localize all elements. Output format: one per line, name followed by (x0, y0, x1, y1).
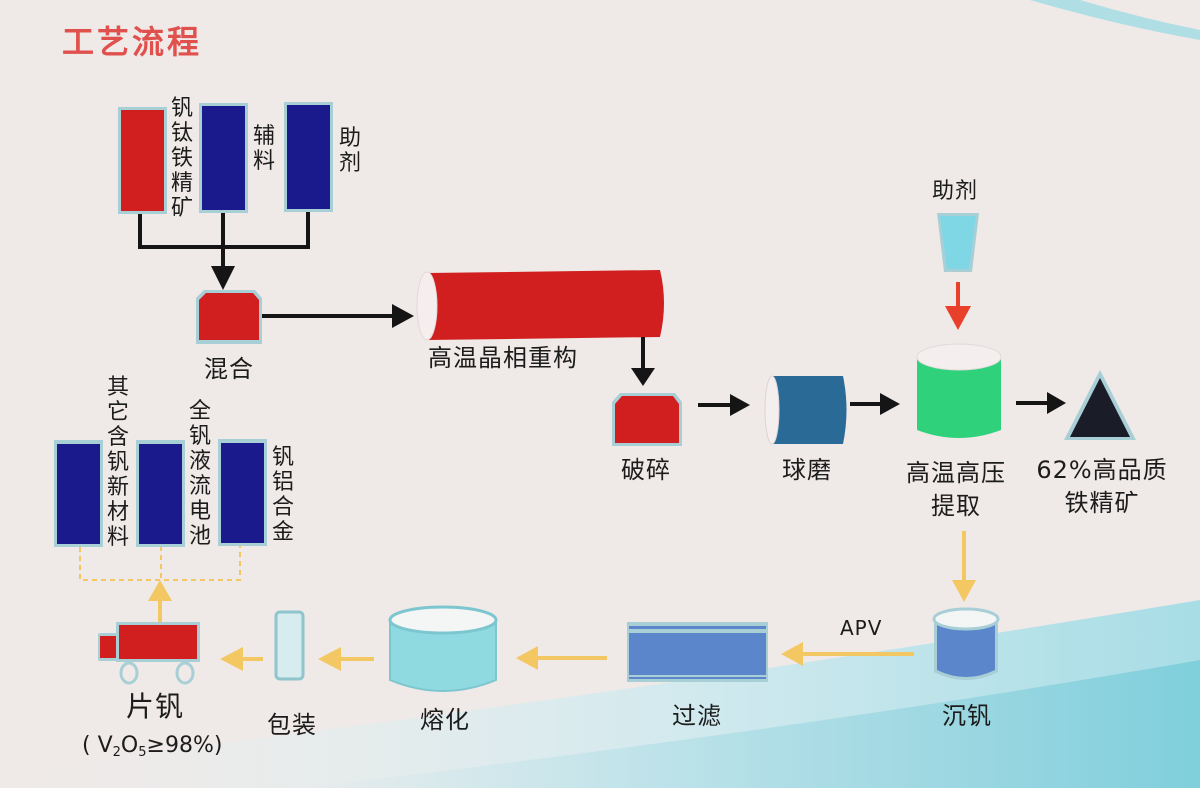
arrow-down-red-icon (945, 306, 971, 330)
arrow-right-icon (1047, 392, 1066, 414)
raw-material-label-additive: 助剂 (338, 126, 361, 176)
product-dashed-connector (79, 545, 241, 581)
raw-material-bin-auxiliary (199, 103, 248, 213)
feed-connector (138, 212, 310, 270)
arrow-right-icon (392, 304, 414, 328)
crusher-block (612, 393, 682, 446)
rotary-kiln-cylinder (416, 270, 664, 341)
step-label-melt: 熔化 (420, 706, 470, 734)
package-box (274, 610, 305, 681)
product-label-flow-battery: 全钒液流电池 (188, 399, 211, 549)
step-label-extract-line1: 高温高压 (906, 459, 1006, 487)
step-label-crush: 破碎 (621, 456, 671, 484)
precipitation-tank (932, 607, 1000, 680)
raw-material-label-ore: 钒钛铁精矿 (170, 96, 193, 221)
flake-vanadium-spec: ( V2O5≥98%) (82, 733, 223, 760)
spec-sub-5: 5 (138, 745, 147, 760)
product-label-new-materials: 其它含钒新材料 (106, 375, 129, 550)
product-label-alloy: 钒铝合金 (271, 445, 294, 545)
ball-mill-drum (764, 375, 847, 445)
melting-furnace (388, 605, 498, 692)
product-label-flake-vanadium: 片钒 (125, 690, 185, 723)
product-label-iron-line2: 铁精矿 (1064, 489, 1140, 517)
arrow-right-icon (730, 394, 750, 416)
additive-funnel-fill (940, 216, 976, 269)
page-title: 工艺流程 (62, 23, 203, 61)
spec-sub-2: 2 (112, 745, 121, 760)
arrow-left-yellow-icon (220, 647, 243, 671)
filter-unit (627, 622, 768, 682)
product-label-iron-line1: 62%高品质 (1036, 456, 1168, 484)
spec-close: ≥98%) (146, 733, 223, 758)
step-label-ball-mill: 球磨 (782, 456, 832, 484)
raw-material-label-auxiliary: 辅料 (252, 124, 275, 174)
arrow-right-icon (880, 393, 900, 415)
mixer-block (196, 290, 262, 344)
raw-material-bin-ore (118, 107, 167, 214)
step-label-mix: 混合 (204, 355, 254, 383)
step-label-filter: 过滤 (672, 702, 722, 730)
product-bin-flow-battery (136, 440, 185, 547)
arrow-left-yellow-icon (516, 646, 538, 670)
apv-label: APV (840, 616, 883, 640)
step-label-pack: 包装 (267, 711, 317, 739)
background-wave-top (1030, 0, 1200, 40)
step-label-precipitate: 沉钒 (942, 702, 992, 730)
pressure-reactor-cylinder (916, 343, 1002, 438)
spec-oxygen: O (120, 733, 139, 758)
arrow-left-yellow-icon (781, 642, 803, 666)
product-bin-alloy (218, 439, 267, 546)
step-label-roast: 高温晶相重构 (428, 344, 578, 372)
product-bin-new-materials (54, 440, 103, 547)
truck-icon (98, 622, 200, 685)
arrow-down-yellow-icon (952, 580, 976, 602)
step-label-additive: 助剂 (931, 179, 979, 204)
iron-concentrate-pile-fill (1070, 378, 1130, 437)
arrow-down-icon (631, 368, 655, 386)
raw-material-bin-additive (284, 102, 333, 212)
spec-open: ( V (82, 733, 113, 758)
background-wave-bottom-dark (300, 660, 1200, 788)
arrow-left-yellow-icon (318, 647, 341, 671)
step-label-extract-line2: 提取 (931, 492, 981, 520)
arrow-down-icon (211, 266, 235, 290)
arrow-up-yellow-icon (148, 580, 172, 601)
